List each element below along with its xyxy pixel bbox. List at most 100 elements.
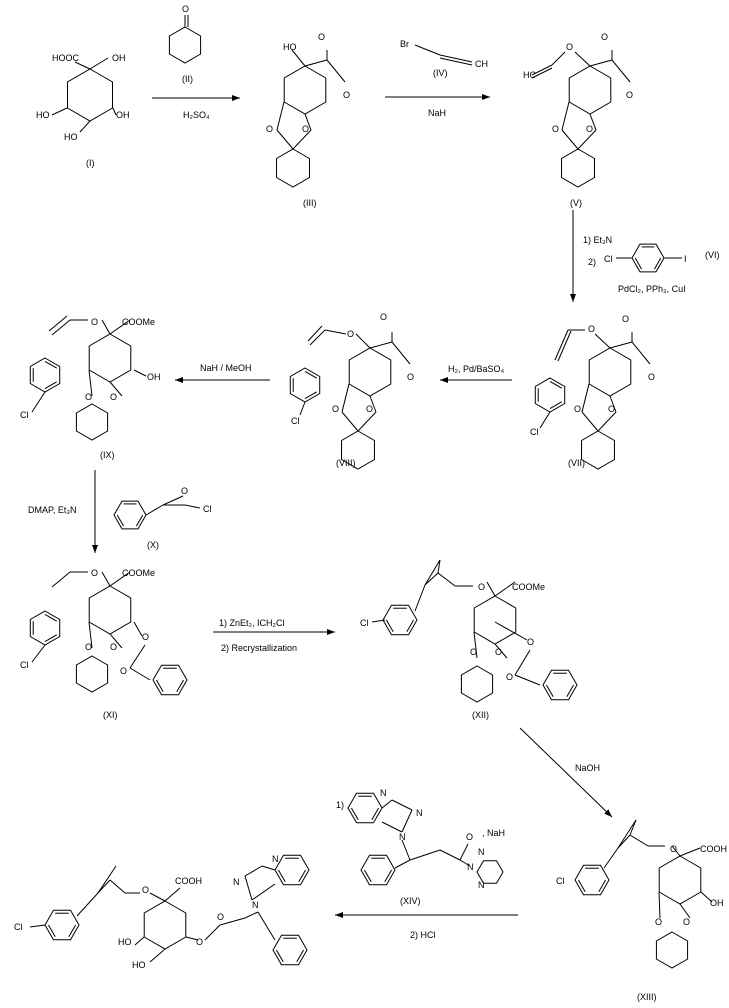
reagent-nah-meoh: NaH / MeOH — [200, 363, 252, 373]
cyclopropane — [109, 879, 126, 894]
imidazole-bond — [381, 821, 403, 833]
atom-n: N — [233, 877, 240, 887]
imidazole-bond — [244, 875, 253, 901]
atom-o: O — [683, 917, 690, 927]
acetal-bond — [88, 621, 93, 649]
atom-o: O — [527, 637, 534, 647]
reagent-step9-label: 1) — [336, 800, 344, 810]
atom-o: O — [608, 404, 615, 414]
triple-bond — [531, 67, 553, 79]
label-XIV: (XIV) — [400, 896, 421, 906]
acetal-bond — [658, 891, 661, 919]
atom-n: N — [272, 854, 279, 864]
ester-bond — [185, 936, 199, 941]
double-bond — [350, 807, 359, 821]
ester-bond — [109, 571, 131, 587]
atom-ho: HO — [64, 132, 78, 142]
cyclopropane — [424, 572, 439, 586]
atom-o: O — [302, 124, 309, 134]
atom-ho: HO — [132, 960, 146, 970]
atom-cl: Cl — [530, 427, 539, 437]
atom-o: O — [217, 912, 224, 922]
atom-cl: Cl — [291, 416, 300, 426]
cis-alkene — [51, 319, 71, 336]
reagent-step2-label: 2) — [588, 257, 596, 267]
atom-o: O — [670, 844, 677, 854]
benzoyl-ring — [542, 669, 578, 701]
double-bond — [545, 684, 554, 698]
atom-coome: COOMe — [122, 568, 155, 578]
product-ring — [143, 900, 187, 950]
compound-IX-cyclohexane — [75, 403, 109, 441]
atom-o: O — [655, 917, 662, 927]
double-bond — [44, 360, 58, 369]
reagent-naoh: NaOH — [575, 763, 600, 773]
atom-o: O — [626, 90, 633, 100]
atom-cooh: COOH — [700, 844, 727, 854]
reagent-nah: NaH — [428, 108, 446, 118]
acetal-bond — [473, 631, 478, 659]
cis-alkene — [51, 571, 71, 588]
double-bond — [298, 869, 307, 883]
acetal-bond — [357, 411, 377, 432]
bond — [51, 107, 68, 116]
label-I: (I) — [86, 158, 95, 168]
atom-ho: HO — [283, 42, 297, 52]
atom-o: O — [347, 329, 354, 339]
bond — [291, 49, 306, 67]
imidazole-bond — [401, 809, 413, 833]
label-VII: (VII) — [568, 458, 585, 468]
atom-ch: CH — [475, 59, 488, 69]
compound-III-cyclohexane — [276, 148, 310, 188]
atom-o: O — [142, 632, 149, 642]
double-bond — [384, 869, 393, 883]
bond — [133, 621, 143, 637]
cis-alkene — [307, 325, 323, 342]
atom-n: N — [380, 788, 387, 798]
bond — [134, 936, 145, 946]
triple-bond — [531, 64, 553, 76]
double-bond — [566, 684, 575, 698]
acetal-bond — [494, 643, 508, 659]
bond — [603, 847, 619, 869]
reagent-znet2: 1) ZnEt₂, ICH₂Cl — [219, 618, 285, 628]
ester-bond — [514, 649, 531, 676]
acetal-bond — [597, 411, 617, 432]
cyclopropane — [617, 819, 637, 849]
bond — [394, 859, 411, 869]
reagent-h2-pd: H₂, Pd/BaSO₄ — [448, 364, 505, 374]
double-bond — [406, 619, 415, 633]
bond — [459, 859, 471, 867]
bond — [89, 57, 109, 70]
acetal-bond — [577, 129, 597, 150]
carbonyl-bond — [162, 495, 184, 506]
compound-VIII-ring — [348, 347, 392, 397]
atom-n: N — [478, 847, 485, 857]
atom-o: O — [648, 372, 655, 382]
atom-o: O — [622, 314, 629, 324]
double-bond — [363, 869, 372, 883]
atom-hc: HC — [523, 70, 536, 80]
double-bond — [385, 619, 394, 633]
atom-o: O — [495, 647, 502, 657]
triple-bond — [439, 54, 473, 63]
chlorophenyl-ring — [631, 243, 665, 273]
atom-cl: Cl — [360, 618, 369, 628]
triazole-ring — [476, 860, 504, 884]
bond — [31, 644, 46, 663]
double-bond — [296, 949, 305, 963]
acetal-bond — [292, 129, 312, 150]
atom-o: O — [601, 32, 608, 42]
double-bond — [653, 257, 662, 270]
lactone-bond — [609, 341, 633, 349]
bond — [112, 107, 117, 116]
compound-VIII-cyclohexane — [341, 430, 375, 470]
ether-bond — [486, 581, 496, 597]
atom-cl: Cl — [203, 504, 212, 514]
chlorophenyl-ring — [44, 909, 80, 941]
ether-bond — [101, 319, 111, 335]
double-bond — [549, 401, 563, 410]
bond — [244, 911, 259, 919]
atom-o: O — [91, 317, 98, 327]
